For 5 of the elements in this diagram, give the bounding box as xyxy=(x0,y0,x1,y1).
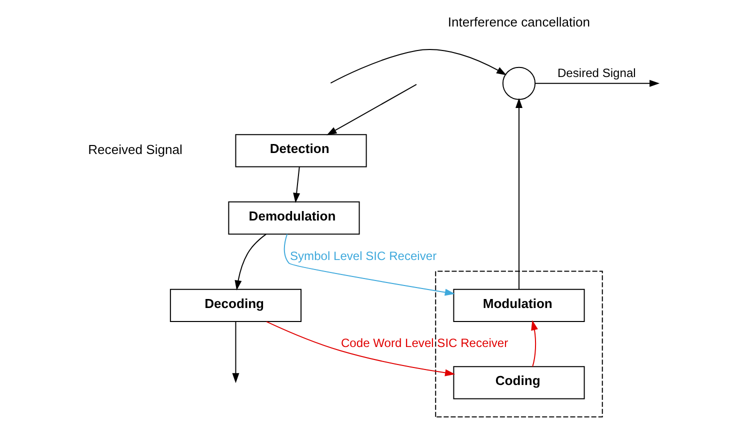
label: Received Signal xyxy=(88,142,182,158)
edge-label: Code Word Level SIC Receiver xyxy=(340,336,508,350)
edge-label: Desired Signal xyxy=(556,66,636,80)
edge-label: Symbol Level SIC Receiver xyxy=(289,248,436,263)
node-label: Interference cancellation xyxy=(447,14,590,30)
